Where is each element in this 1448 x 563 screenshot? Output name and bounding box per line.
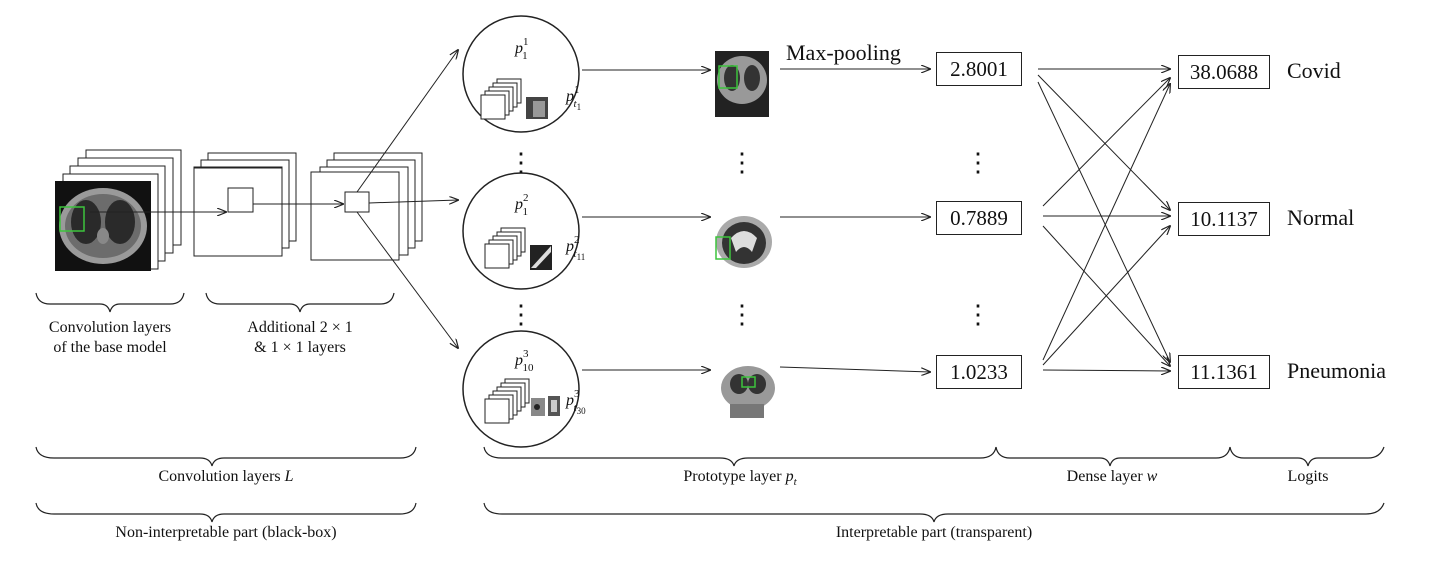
similarity-value-3: 1.0233 [936,355,1022,389]
prototype-circle-3 [462,330,580,448]
ellipsis-proto-upper: ⋮ [508,148,534,177]
additional-layers-label: Additional 2 × 1 & 1 × 1 layers [247,319,353,356]
prototype-circle-1 [462,15,580,133]
arrow-to-prototype-2 [368,200,458,203]
convolution-layers-label: Convolution layers L [158,468,294,485]
non-interpretable-label: Non-interpretable part (black-box) [115,524,337,541]
logits-label: Logits [1287,468,1329,485]
brace-additional-layers [205,292,395,313]
prototype-circle-2 [462,172,580,290]
brace-base-model [35,292,185,313]
logit-value-pneumonia: 11.1361 [1178,355,1270,389]
base-model-input-stack [55,149,182,271]
brace-prototype-layer [483,446,997,467]
brace-dense-layer [995,446,1231,467]
class-label-covid: Covid [1287,58,1341,83]
additional-layer-stack-1 [193,152,297,257]
prototype-label-2: p21 [515,192,529,218]
arrow-to-prototype-1 [356,50,458,193]
prototype-patch-3 [531,396,560,416]
logit-value-normal: 10.1137 [1178,202,1270,236]
dense-layer-connections [1037,69,1170,371]
ellipsis-value-upper: ⋮ [965,148,991,177]
prototype-pt-label-2: p2t11 [566,234,586,262]
logit-value-covid: 38.0688 [1178,55,1270,89]
ellipsis-proto-lower: ⋮ [508,300,534,329]
similarity-value-1: 2.8001 [936,52,1022,86]
feature-map-stack-1 [480,78,522,120]
arrow-to-prototype-3 [356,211,458,348]
additional-layer-stack-2 [310,152,423,261]
ellipsis-sim-lower: ⋮ [729,300,755,329]
ct-scan-input-image [55,181,151,271]
prototype-pt-label-3: p3t30 [566,388,586,416]
feature-map-stack-2 [484,227,526,269]
arrow-sim3-to-value3 [779,366,930,372]
prototype-pt-label-1: p1t1 [566,84,582,112]
brace-convolution-layers [35,446,417,467]
prototype-layer-label: Prototype layer pt [683,468,797,489]
similarity-image-1 [715,51,769,117]
ellipsis-sim-upper: ⋮ [729,148,755,177]
prototype-label-3: p310 [515,348,534,374]
ellipsis-value-lower: ⋮ [965,300,991,329]
brace-non-interpretable [35,502,417,523]
similarity-image-2 [715,205,774,268]
dense-layer-label: Dense layer w [1066,468,1158,485]
base-model-label: Convolution layers of the base model [48,319,172,356]
class-label-pneumonia: Pneumonia [1287,358,1386,383]
feature-map-stack-3 [484,378,530,424]
class-label-normal: Normal [1287,205,1355,230]
brace-interpretable [483,502,1385,523]
similarity-value-2: 0.7889 [936,201,1022,235]
similarity-image-3 [718,362,777,420]
max-pooling-label: Max-pooling [786,40,901,65]
brace-logits [1229,446,1385,467]
interpretable-label: Interpretable part (transparent) [835,524,1033,541]
prototype-label-1: p11 [515,36,529,62]
